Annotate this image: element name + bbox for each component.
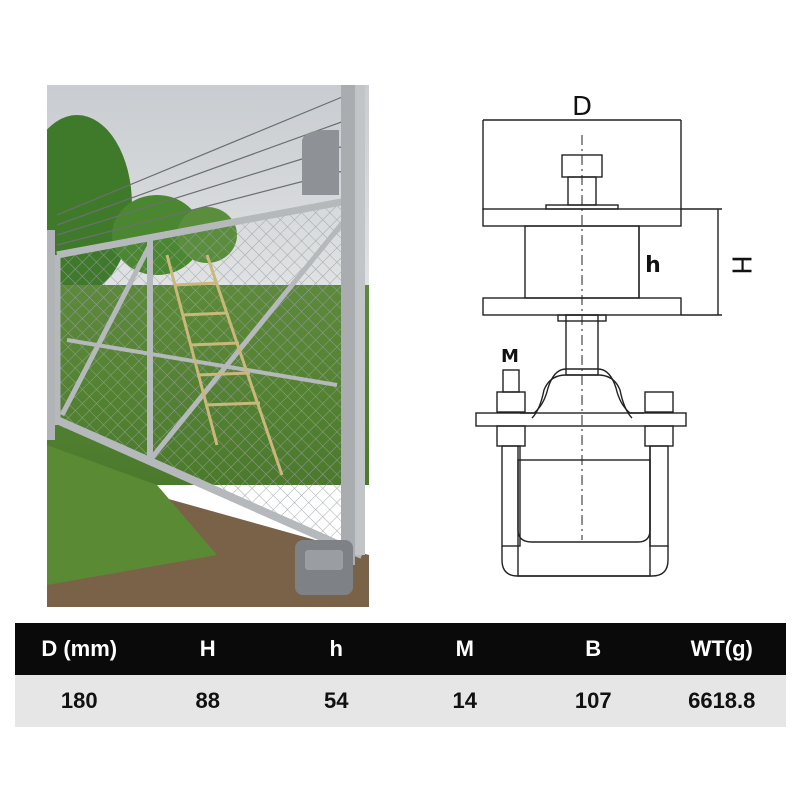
label-d: D: [572, 92, 592, 122]
spec-header-row: D (mm) H h M B WT(g): [15, 623, 786, 675]
spec-value-h-inner: 54: [324, 688, 349, 713]
spec-value-row: 180 88 54 14 107 6618.8: [15, 675, 786, 727]
spec-header-h-outer: H: [199, 636, 216, 661]
roller-bracket-diagram: D H h M: [475, 92, 756, 577]
label-h-inner: h: [645, 253, 661, 278]
label-h-outer: H: [726, 255, 756, 275]
clamp-bar: [475, 412, 687, 427]
label-m: M: [501, 346, 519, 367]
spec-header-d: D (mm): [41, 636, 118, 661]
gate-photo: [47, 85, 369, 607]
spec-value-h-outer: 88: [195, 688, 220, 713]
spec-header-weight: WT(g): [690, 636, 753, 661]
spec-value-d: 180: [60, 688, 98, 713]
spec-value-b: 107: [574, 688, 612, 713]
spec-header-m: M: [455, 636, 474, 661]
spec-value-weight: 6618.8: [688, 688, 756, 713]
spec-table: D (mm) H h M B WT(g) 180 88 54 14 107 66…: [15, 623, 786, 727]
spec-value-m: 14: [452, 688, 477, 713]
spec-header-b: B: [585, 636, 602, 661]
spec-header-h-inner: h: [329, 636, 343, 661]
